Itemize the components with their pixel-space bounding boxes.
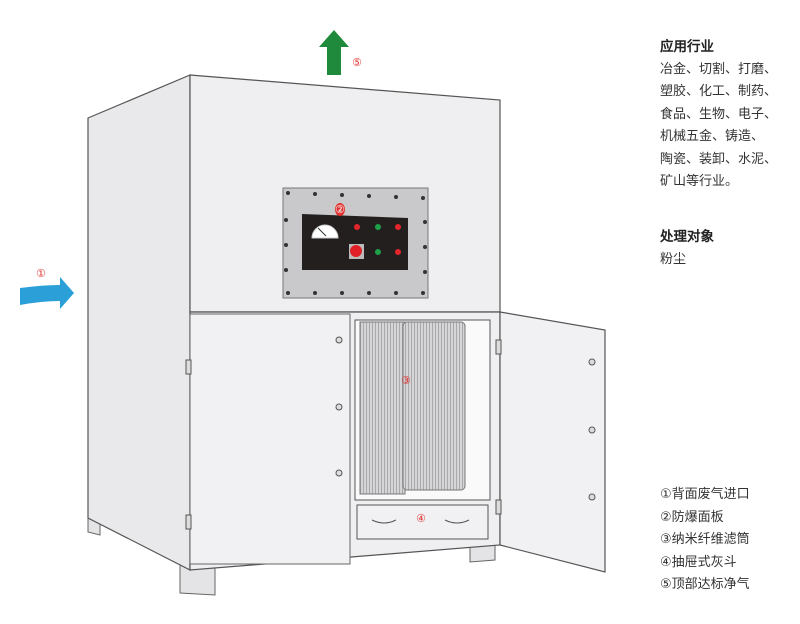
indicator-light-green <box>375 249 381 255</box>
indicator-light-red <box>395 224 401 230</box>
callout-drawer: ④ <box>416 512 426 525</box>
stop-button[interactable] <box>350 245 362 257</box>
target-value: 粉尘 <box>660 251 687 267</box>
indicator-light-red <box>395 249 401 255</box>
cabinet-side <box>87 74 191 571</box>
explosion-proof-panel <box>282 187 429 299</box>
lock-icon <box>588 493 596 501</box>
legend-item: ④抽屉式灰斗 <box>660 554 737 570</box>
lock-icon <box>588 358 596 366</box>
applications-line: 冶金、切割、打磨、 <box>660 61 778 77</box>
applications-section: 应用行业 冶金、切割、打磨、 塑胶、化工、制药、 食品、生物、电子、 机械五金、… <box>660 36 777 194</box>
hinge-icon <box>495 499 502 515</box>
applications-line: 陶瓷、装卸、水泥、 <box>660 151 778 167</box>
callout-filter: ③ <box>401 374 411 387</box>
hinge-icon <box>185 359 192 375</box>
outlet-arrow-icon <box>319 30 349 75</box>
callout-inlet: ① <box>36 267 46 280</box>
left-door <box>189 313 351 565</box>
applications-heading: 应用行业 <box>660 39 714 55</box>
lock-icon <box>335 403 343 411</box>
target-section: 处理对象 粉尘 <box>660 226 714 271</box>
applications-line: 食品、生物、电子、 <box>660 106 778 122</box>
legend-item: ⑤顶部达标净气 <box>660 577 750 592</box>
inlet-arrow-icon <box>20 277 74 309</box>
callout-panel: ② <box>335 203 345 216</box>
legend-item: ②防爆面板 <box>660 509 724 525</box>
applications-line: 塑胶、化工、制药、 <box>660 84 778 99</box>
hinge-icon <box>495 339 502 355</box>
right-door-open <box>499 311 606 573</box>
hinge-icon <box>185 514 192 530</box>
applications-line: 矿山等行业。 <box>660 174 739 189</box>
indicator-light-red <box>354 224 360 230</box>
drawer-handle <box>371 519 470 524</box>
filter-cartridge-back <box>359 321 406 495</box>
legend-item: ①背面废气进口 <box>660 487 750 502</box>
applications-line: 机械五金、铸造、 <box>660 129 765 144</box>
lock-icon <box>335 336 343 344</box>
target-heading: 处理对象 <box>660 229 714 245</box>
legend-item: ③纳米纤维滤筒 <box>660 532 750 547</box>
legend: ①背面废气进口 ②防爆面板 ③纳米纤维滤筒 ④抽屉式灰斗 ⑤顶部达标净气 <box>660 484 750 597</box>
callout-outlet: ⑤ <box>352 56 362 69</box>
filter-cartridge-front <box>402 321 466 491</box>
lock-icon <box>588 426 596 434</box>
indicator-light-green <box>375 224 381 230</box>
lock-icon <box>335 469 343 477</box>
